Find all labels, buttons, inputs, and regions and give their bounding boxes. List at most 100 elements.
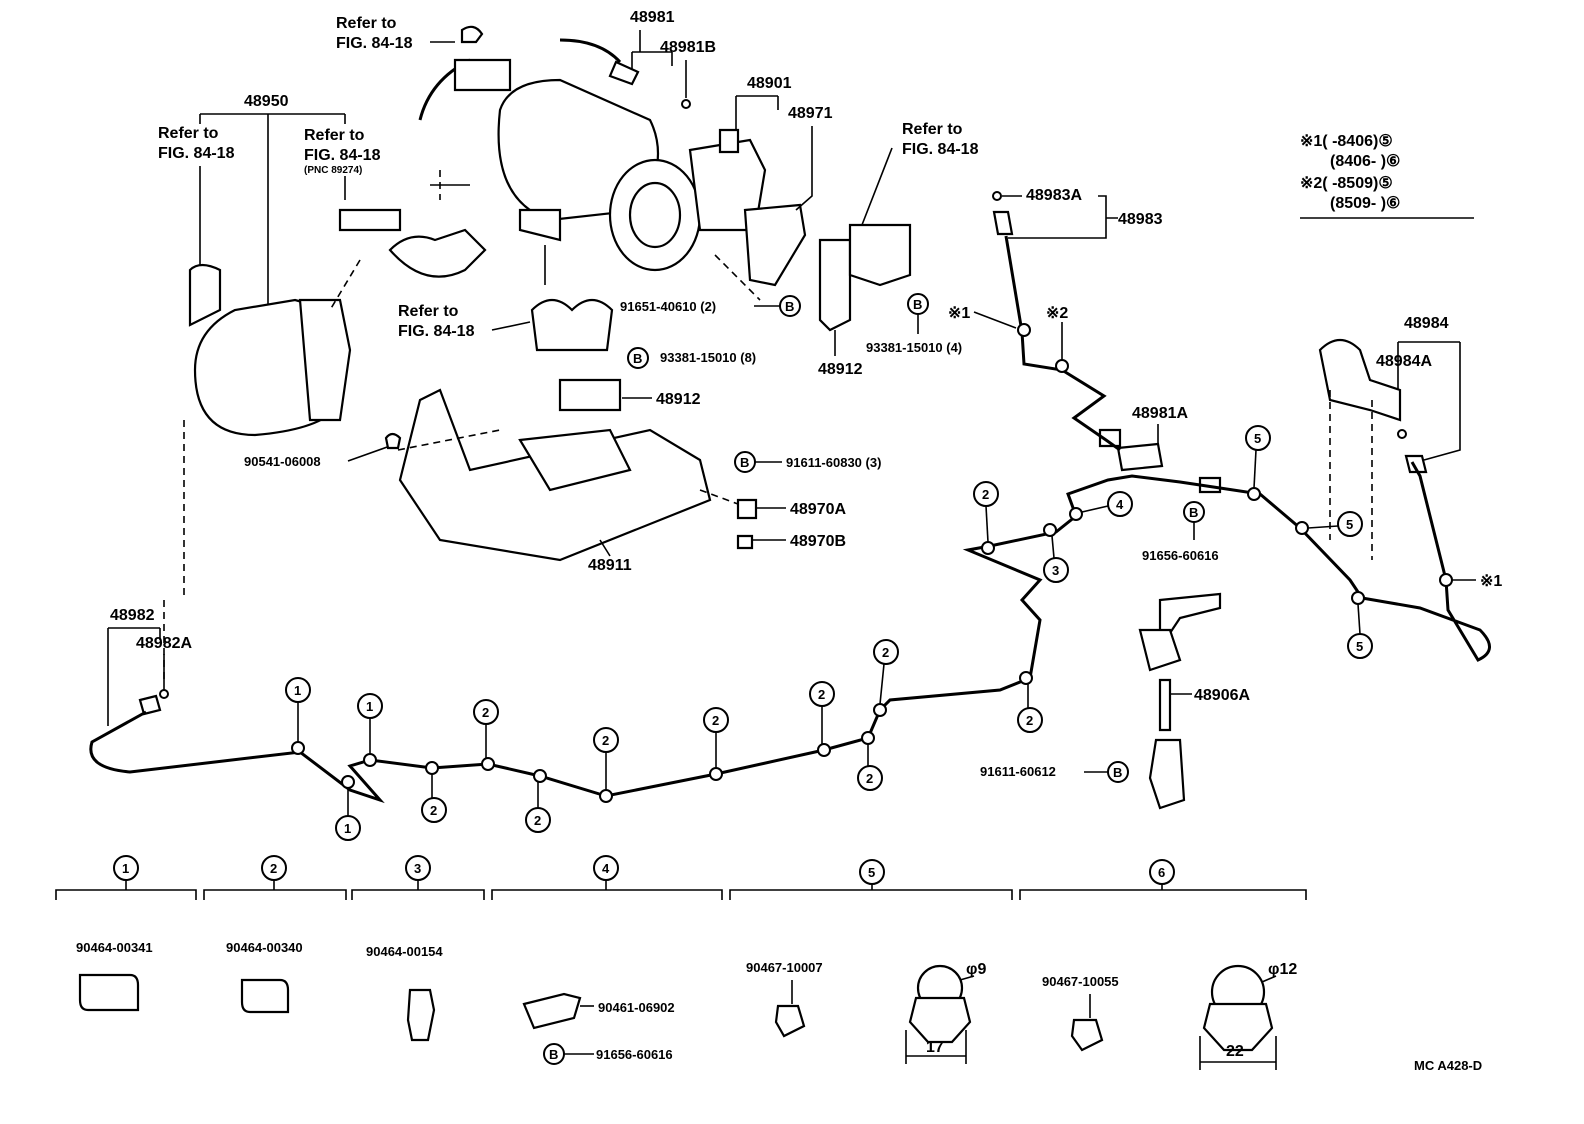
svg-text:5: 5 xyxy=(1346,517,1353,532)
refer-fig-pnc: FIG. 84-18 xyxy=(304,147,381,164)
o-ring-48982A xyxy=(159,689,169,699)
svg-text:1: 1 xyxy=(344,821,351,836)
part-48981A-label: 48981A xyxy=(1132,405,1188,422)
collar-48970B xyxy=(736,534,754,550)
bracket-48912-plate xyxy=(558,378,622,412)
clamp-6-part-label: 90467-10055 xyxy=(1042,974,1119,989)
svg-text:2: 2 xyxy=(534,813,541,828)
svg-text:2: 2 xyxy=(818,687,825,702)
part-48982A-label: 48982A xyxy=(136,635,192,652)
clamp-1-part-label: 90464-00341 xyxy=(76,940,153,955)
svg-text:※2( -8509)⑤: ※2( -8509)⑤ xyxy=(1300,175,1393,192)
part-48911-label: 48911 xyxy=(588,557,632,574)
clamp-4-bolt-label: 91656-60616 xyxy=(596,1047,673,1062)
compressor-dryer xyxy=(688,138,767,232)
refer-fig-left: FIG. 84-18 xyxy=(158,145,235,162)
refer-label-left: Refer to xyxy=(158,125,219,142)
clamp-5-90467-10007 xyxy=(774,1004,806,1038)
applicability-notes: ※1( -8406)⑤ (8406- )⑥ ※2( -8509)⑤ (8509-… xyxy=(1300,133,1474,219)
svg-text:2: 2 xyxy=(882,645,889,660)
refer-label-top: Refer to xyxy=(336,15,397,32)
part-48983-label: 48983 xyxy=(1118,211,1163,228)
clip-5-body xyxy=(908,996,972,1044)
tank-bracket xyxy=(298,298,352,422)
bolt-marker-b-1 xyxy=(779,295,801,317)
bolt-91611-3-label: 91611-60830 (3) xyxy=(786,455,881,470)
bolt-91656-label: 91656-60616 xyxy=(1142,548,1219,563)
pnc-note: (PNC 89274) xyxy=(304,165,362,176)
clamp-refer-mid xyxy=(530,298,614,352)
svg-text:B: B xyxy=(549,1047,558,1062)
refer-fig-right: FIG. 84-18 xyxy=(902,141,979,158)
svg-text:3: 3 xyxy=(414,861,421,876)
part-48906A-label: 48906A xyxy=(1194,687,1250,704)
part-48971-label: 48971 xyxy=(788,105,833,122)
o-ring-48984A xyxy=(1397,429,1407,439)
part-48981B-label: 48981B xyxy=(660,39,716,56)
part-48981-label: 48981 xyxy=(630,9,675,26)
svg-text:B: B xyxy=(1189,505,1198,520)
svg-text:6: 6 xyxy=(1158,865,1165,880)
height-sensor-arm xyxy=(1138,628,1182,672)
svg-text:4: 4 xyxy=(1116,497,1124,512)
part-48912b-label: 48912 xyxy=(818,361,863,378)
svg-text:2: 2 xyxy=(602,733,609,748)
bracket-48912-center xyxy=(818,238,852,332)
fitting-48983 xyxy=(992,210,1014,236)
part-48901-label: 48901 xyxy=(747,75,792,92)
svg-text:2: 2 xyxy=(712,713,719,728)
refer-fig-top: FIG. 84-18 xyxy=(336,35,413,52)
clamp-1-90464-00341 xyxy=(78,973,140,1012)
svg-text:B: B xyxy=(785,299,794,314)
three-way-union-48981A xyxy=(1116,442,1164,472)
refer-label-right: Refer to xyxy=(902,121,963,138)
clip-6-body xyxy=(1202,1002,1274,1052)
svg-text:B: B xyxy=(740,455,749,470)
svg-text:1: 1 xyxy=(366,699,373,714)
svg-text:(8406- )⑥: (8406- )⑥ xyxy=(1330,153,1400,170)
svg-text:5: 5 xyxy=(868,865,875,880)
o-ring-48981B xyxy=(681,99,691,109)
part-48982-label: 48982 xyxy=(110,607,155,624)
svg-text:2: 2 xyxy=(430,803,437,818)
relay-connector xyxy=(453,58,512,92)
svg-text:※1( -8406)⑤: ※1( -8406)⑤ xyxy=(1300,133,1393,150)
clip-5-diameter: φ9 xyxy=(966,961,986,978)
cushion-48970A xyxy=(736,498,758,520)
svg-text:1: 1 xyxy=(122,861,129,876)
clamp-2-90464-00340 xyxy=(240,978,290,1014)
part-48984-label: 48984 xyxy=(1404,315,1449,332)
bolt-marker-b-6 xyxy=(1107,761,1129,783)
diagram-code: MC A428-D xyxy=(1414,1058,1482,1073)
bolt-93381-8-label: 93381-15010 (8) xyxy=(660,350,756,365)
air-tube-48982 xyxy=(89,461,1491,804)
air-suspension-actuator xyxy=(1318,338,1402,422)
svg-text:2: 2 xyxy=(270,861,277,876)
lower-bracket xyxy=(1148,738,1186,810)
star1-label-lower: ※1 xyxy=(1480,573,1502,590)
clamp-6-90467-10055 xyxy=(1070,1018,1104,1052)
refer-label-mid: Refer to xyxy=(398,303,459,320)
svg-text:1: 1 xyxy=(294,683,301,698)
air-tube-48983 xyxy=(1004,235,1121,452)
bolt-93381-4-label: 93381-15010 (4) xyxy=(866,340,962,355)
fitting-upper xyxy=(1098,428,1122,448)
star1-label-upper: ※1 xyxy=(948,305,970,322)
clamp-3-part-label: 90464-00154 xyxy=(366,944,443,959)
o-ring-48983A xyxy=(992,191,1002,201)
clip-6-width: 22 xyxy=(1226,1043,1244,1060)
svg-text:2: 2 xyxy=(1026,713,1033,728)
fitting-48984 xyxy=(1404,454,1428,474)
part-48970A-label: 48970A xyxy=(790,501,846,518)
svg-text:2: 2 xyxy=(482,705,489,720)
clamp-legend: 1 2 3 4 5 6 xyxy=(55,855,1307,900)
clamp-4-90461-06902 xyxy=(522,992,582,1030)
svg-text:5: 5 xyxy=(1254,431,1261,446)
clip-6-diameter: φ12 xyxy=(1268,961,1297,978)
bracket-48971 xyxy=(743,203,807,287)
clamp-callouts: 1 1 1 2 2 2 2 2 2 2 2 2 2 3 4 5 5 5 xyxy=(285,425,1373,841)
part-48984A-label: 48984A xyxy=(1376,353,1432,370)
clamp-dots xyxy=(291,323,1453,803)
clamp-5-part-label: 90467-10007 xyxy=(746,960,823,975)
